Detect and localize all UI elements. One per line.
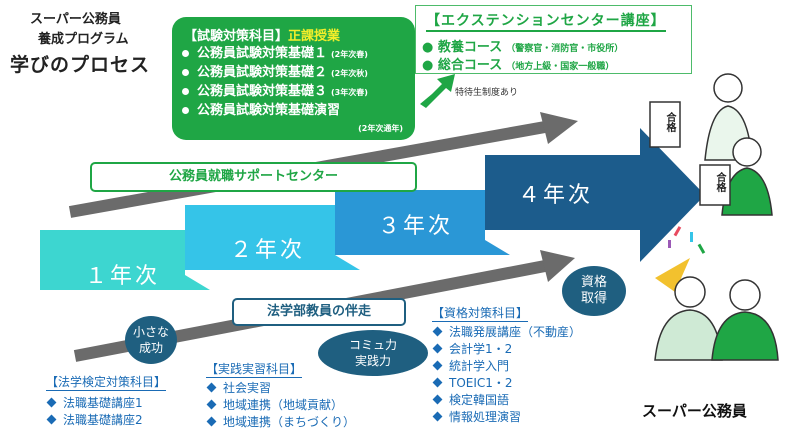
scholarship-note: 特待生制度あり	[455, 88, 519, 98]
exam-item: 公務員試験対策基礎２(2年次秋)	[182, 64, 368, 83]
milestone-communication: コミュ力実践力	[318, 330, 428, 376]
goal-label: スーパー公務員	[642, 402, 747, 420]
step-4-label: ４年次	[518, 183, 594, 208]
graduate-figure	[649, 73, 779, 361]
list-header: 【資格対策科目】	[432, 306, 529, 322]
celebration-icon	[655, 226, 706, 292]
list-item: 社会実習	[206, 380, 355, 397]
law-exam-list: 【法学検定対策科目】 法職基礎講座1 法職基礎講座2	[46, 373, 167, 429]
list-item: 地域連携（まちづくり）	[206, 414, 355, 431]
list-item: 法職発展講座（不動産）	[432, 324, 581, 341]
exam-item: 公務員試験対策基礎１(2年次春)	[182, 45, 368, 64]
step-4-arrow	[485, 128, 705, 262]
title-line-2: 養成プログラム	[38, 32, 129, 47]
exam-last-note: (2年次通年)	[358, 124, 403, 133]
list-item: 情報処理演習	[432, 409, 581, 426]
title-line-1: スーパー公務員	[30, 12, 121, 27]
list-header: 【法学検定対策科目】	[46, 375, 167, 391]
extension-center-box: 【エクステンションセンター講座】 ● 教養コース（警察官・消防官・市役所） ● …	[415, 5, 692, 74]
extension-header: 【エクステンションセンター講座】	[426, 10, 666, 32]
step-1-label: １年次	[85, 264, 161, 289]
step-2-shape	[185, 205, 360, 270]
extension-item: ● 総合コース（地方上級・国家一般職）	[422, 58, 615, 73]
page-title: 学びのプロセス	[10, 54, 151, 76]
list-item: 会計学1・2	[432, 341, 581, 358]
extension-item: ● 教養コース（警察官・消防官・市役所）	[422, 40, 624, 55]
milestone-certification: 資格取得	[562, 266, 626, 316]
list-header: 【実践実習科目】	[206, 362, 303, 378]
list-item: 法職基礎講座1	[46, 395, 166, 412]
list-item: 地域連携（地域貢献）	[206, 397, 355, 414]
exam-prep-header: 【試験対策科目】正課授業	[184, 29, 341, 44]
list-item: 統計学入門	[432, 358, 581, 375]
list-item: TOEIC1・2	[432, 375, 581, 392]
step-1-shape	[40, 230, 210, 290]
pass-badge-2: 合格	[714, 172, 725, 192]
step-2-label: ２年次	[230, 238, 306, 263]
milestone-small-success: 小さな成功	[125, 316, 177, 364]
pass-badge-1: 合格	[664, 112, 675, 132]
faculty-support-box: 法学部教員の伴走	[232, 298, 406, 326]
certification-list: 【資格対策科目】 法職発展講座（不動産） 会計学1・2 統計学入門 TOEIC1…	[432, 302, 581, 426]
exam-item: 公務員試験対策基礎３(3年次春)	[182, 83, 368, 102]
green-arrow-icon	[420, 74, 455, 108]
list-item: 検定韓国語	[432, 392, 581, 409]
step-3-shape	[335, 190, 510, 255]
practice-list: 【実践実習科目】 社会実習 地域連携（地域貢献） 地域連携（まちづくり）	[206, 358, 355, 431]
list-item: 法職基礎講座2	[46, 412, 166, 429]
step-3-label: ３年次	[378, 214, 454, 239]
support-center-box: 公務員就職サポートセンター	[90, 162, 417, 192]
exam-prep-box: 【試験対策科目】正課授業 公務員試験対策基礎１(2年次春) 公務員試験対策基礎２…	[172, 17, 415, 140]
exam-item: 公務員試験対策基礎演習	[182, 102, 368, 120]
